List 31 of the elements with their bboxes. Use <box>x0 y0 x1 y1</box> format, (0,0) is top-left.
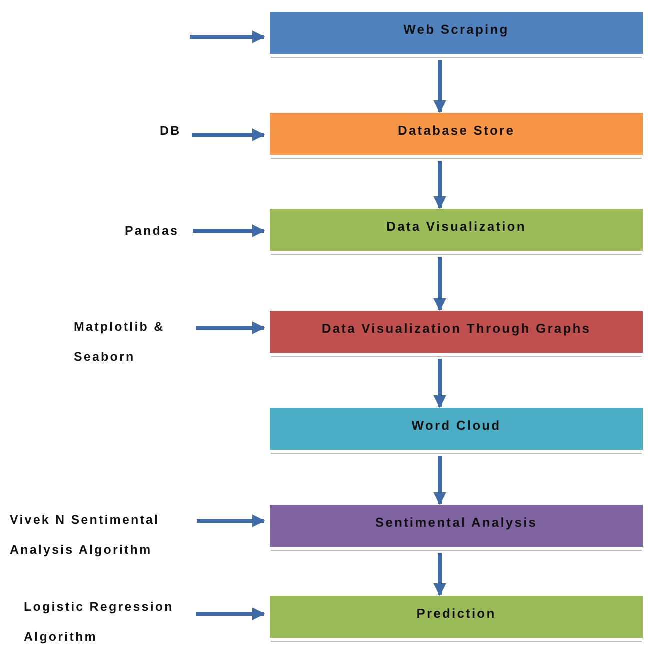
process-box <box>270 408 643 450</box>
box-label: Prediction <box>416 606 496 620</box>
source-label: Matplotlib & Seaborn <box>74 319 166 366</box>
process-box <box>270 505 643 547</box>
box-label: Web Scraping <box>404 22 510 36</box>
arrow <box>434 553 446 596</box>
arrow <box>197 514 266 528</box>
box-label: Data Visualization <box>386 218 526 234</box>
arrow <box>434 359 446 408</box>
arrow <box>196 608 266 620</box>
arrow <box>190 30 266 44</box>
process-box <box>270 113 643 155</box>
arrow <box>193 224 266 238</box>
arrow <box>196 322 266 334</box>
arrow <box>434 456 446 506</box>
arrow <box>434 161 446 210</box>
arrow <box>434 257 446 312</box>
arrow <box>434 60 446 114</box>
process-box <box>270 311 643 353</box>
process-box <box>270 596 643 638</box>
box-label: Data Visualization Through Graphs <box>322 320 592 336</box>
box-label: Database Store <box>398 122 516 138</box>
box-label: Word Cloud <box>412 418 502 432</box>
source-label: Logistic Regression Algorithm <box>24 598 175 645</box>
process-box <box>270 12 643 54</box>
source-label: Pandas <box>125 223 180 240</box>
box-label: Sentimental Analysis <box>375 514 538 530</box>
arrow <box>192 128 266 142</box>
source-label: DB <box>160 123 182 140</box>
process-box <box>270 209 643 251</box>
source-label: Vivek N Sentimental Analysis Algorithm <box>10 512 161 559</box>
